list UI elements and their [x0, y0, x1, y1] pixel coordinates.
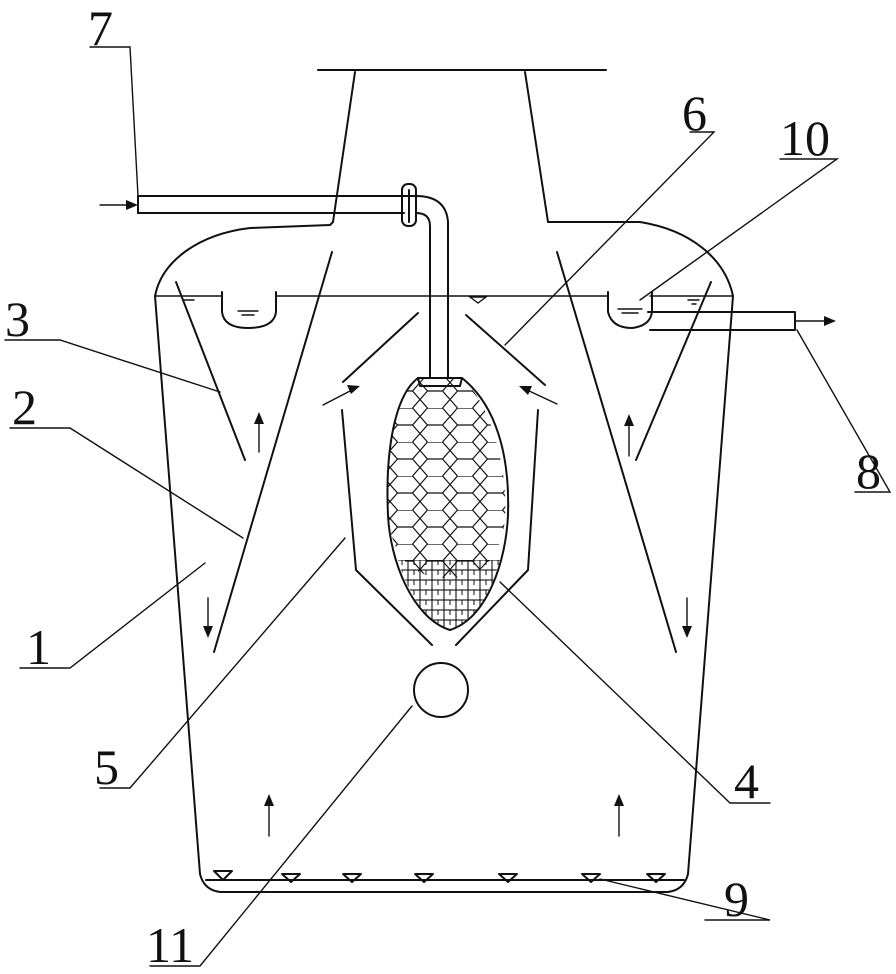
- guide-plate-left: [175, 281, 246, 461]
- label-11: 11: [146, 917, 194, 973]
- baffle-right: [556, 251, 677, 653]
- water-level: [154, 295, 734, 305]
- guide-plate-right: [635, 281, 712, 461]
- leader-lines: [4, 46, 892, 967]
- diffuser-heads: [213, 870, 666, 883]
- flow-arrows: [203, 385, 692, 837]
- outlet-pipe: [647, 311, 836, 331]
- label-2: 2: [12, 379, 37, 435]
- label-8: 8: [856, 443, 881, 499]
- collection-trough-right: [607, 291, 653, 329]
- sludge-outlet: [413, 662, 469, 718]
- aeration-pipe: [205, 870, 685, 883]
- label-4: 4: [734, 753, 759, 809]
- deflector-plates: [342, 312, 546, 386]
- label-7: 7: [88, 0, 113, 56]
- part-labels: 7 3 2 1 5 4 6 10 8 9 11: [5, 0, 881, 973]
- baffle-left: [213, 251, 333, 653]
- label-1: 1: [26, 619, 51, 675]
- label-5: 5: [94, 739, 119, 795]
- label-6: 6: [682, 85, 707, 141]
- inner-funnel: [341, 409, 539, 646]
- label-10: 10: [780, 110, 830, 166]
- tank-shell: [154, 221, 734, 893]
- bio-carrier-basket: [386, 377, 510, 631]
- exhaust-hood: [317, 69, 607, 223]
- inlet-pipe: [99, 183, 449, 379]
- label-9: 9: [724, 871, 749, 927]
- collection-trough-left: [221, 291, 277, 329]
- label-3: 3: [5, 291, 30, 347]
